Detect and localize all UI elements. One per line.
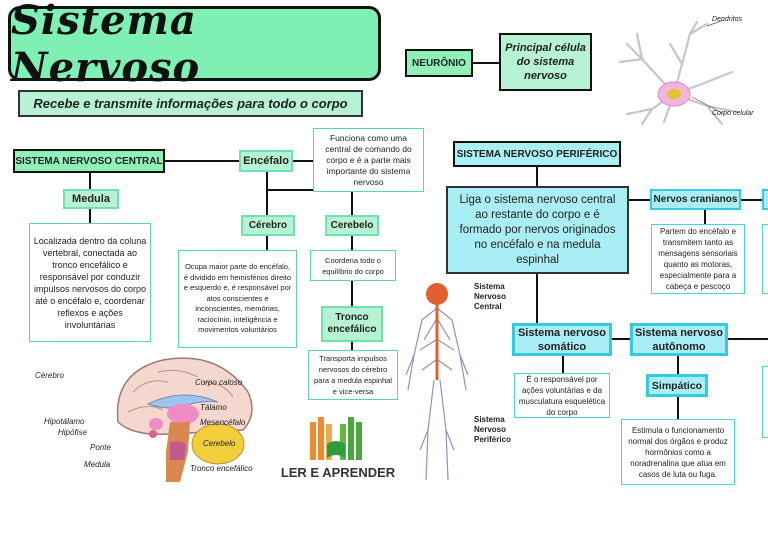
brain-label-corpo-caloso: Corpo caloso (195, 378, 243, 387)
neuron-illustration (618, 19, 739, 126)
tronco-title: Tronco encefálico (321, 306, 383, 342)
brain-label-ponte: Ponte (90, 443, 111, 452)
neuron-description: Principal célula do sistema nervoso (499, 33, 592, 91)
medula-title: Medula (63, 189, 119, 209)
logo-text: LER E APRENDER (280, 465, 396, 480)
body-label-peripheral: Sistema Nervoso Periférico (474, 415, 511, 444)
neuron-label: NEURÔNIO (405, 49, 473, 77)
body-illustration (405, 283, 469, 481)
peripheral-system-label: SISTEMA NERVOSO PERIFÉRICO (453, 141, 621, 167)
cerebelo-title: Cerebelo (325, 215, 379, 236)
brain-label-hipotalamo: Hipotálamo (44, 417, 85, 426)
cerebro-title: Cérebro (241, 215, 295, 236)
cut-off-note-right-lower (762, 366, 768, 438)
brain-illustration (116, 357, 253, 482)
nervos-cranianos-description: Partem do encéfalo e transmitem tanto as… (651, 224, 745, 294)
title-box: Sistema Nervoso (8, 0, 381, 91)
dendrites-label: Dendritos (712, 16, 742, 23)
encefalo-title: Encéfalo (239, 150, 293, 172)
simpatico-description: Estimula o funcionamento normal dos órgã… (621, 419, 735, 485)
cell-body-label: Corpo celular (712, 110, 754, 117)
autonomo-title: Sistema nervoso autônomo (630, 323, 728, 356)
book-logo-icon (310, 417, 362, 460)
brain-label-hipofise: Hipófise (58, 428, 87, 437)
body-label-central: Sistema Nervoso Central (474, 282, 507, 311)
brain-label-talamo: Tálamo (200, 403, 227, 412)
central-system-label: SISTEMA NERVOSO CENTRAL (13, 149, 165, 173)
brain-label-medula: Medula (84, 460, 111, 469)
tronco-description: Transporta impulsos nervosos do cérebro … (308, 350, 398, 400)
cerebro-description: Ocupa maior parte do encéfalo, é dividid… (178, 250, 297, 348)
somatico-title: Sistema nervoso somático (512, 323, 612, 356)
brain-label-mesencefalo: Mesencéfalo (200, 418, 246, 427)
brain-label-cerebro: Cérebro (35, 371, 64, 380)
somatico-description: É o responsável por ações voluntárias e … (514, 373, 610, 418)
cut-off-note-right (762, 224, 768, 294)
peripheral-description: Liga o sistema nervoso central ao restan… (446, 186, 629, 274)
subtitle: Recebe e transmite informações para todo… (18, 90, 363, 117)
nervos-cranianos-title: Nervos cranianos (650, 189, 741, 210)
page-title: Sistema Nervoso (11, 0, 201, 91)
simpatico-title: Simpático (646, 374, 708, 397)
cerebelo-description: Coordena todo o equilíbrio do corpo (310, 250, 396, 281)
medula-description: Localizada dentro da coluna vertebral, c… (29, 223, 151, 342)
cut-off-box-top-right (762, 189, 768, 210)
brain-label-tronco: Tronco encefálico (190, 464, 253, 473)
brain-label-cerebelo: Cerebelo (203, 439, 236, 448)
encefalo-description: Funciona como uma central de comando do … (313, 128, 424, 192)
